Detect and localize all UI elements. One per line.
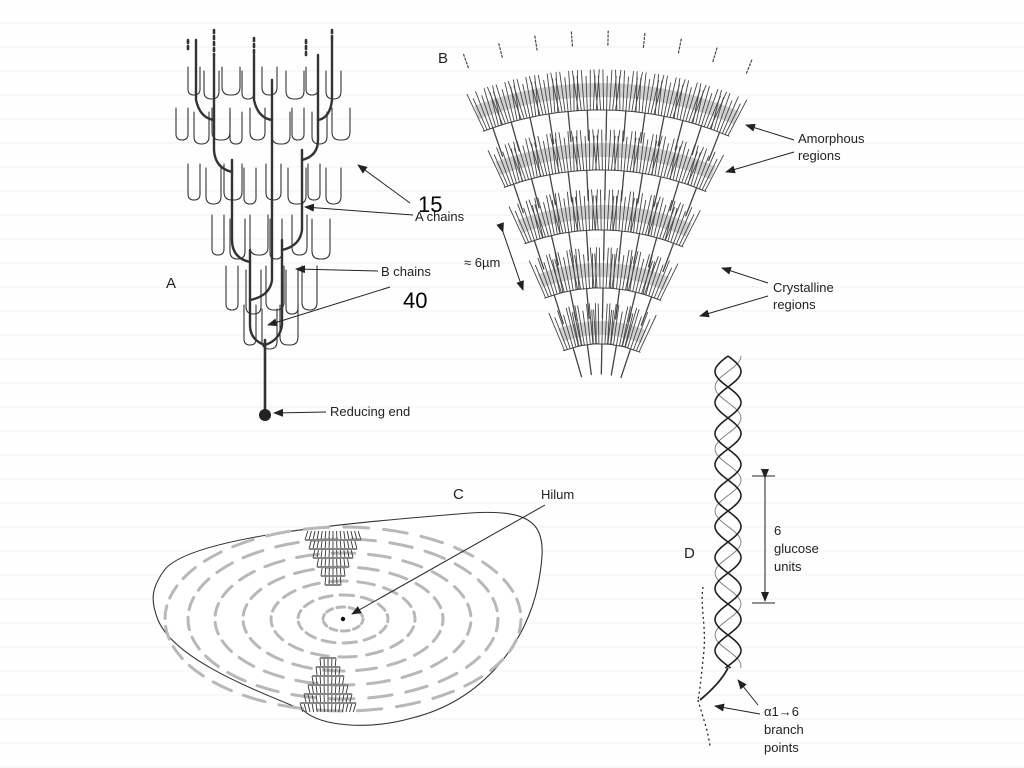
number-15: 15 bbox=[418, 192, 442, 217]
reducing-end-arrow bbox=[273, 408, 327, 417]
reducing-end-label: Reducing end bbox=[330, 404, 410, 419]
cluster-fan bbox=[463, 30, 753, 379]
panel-label-a: A bbox=[166, 275, 176, 292]
mini-cluster-top bbox=[304, 530, 362, 586]
crystalline-arrow-2 bbox=[699, 295, 769, 318]
branch-points-label: α1→6 branch points bbox=[764, 704, 807, 755]
panel-label-d: D bbox=[684, 545, 695, 562]
panel-label-b: B bbox=[438, 50, 448, 67]
amorphous-label: Amorphous regions bbox=[798, 131, 868, 163]
amorphous-arrow-1 bbox=[745, 123, 795, 141]
hilum-dot bbox=[340, 616, 346, 622]
double-helix bbox=[714, 355, 742, 669]
branch-arrow-1 bbox=[737, 679, 759, 706]
branch-connector bbox=[699, 667, 729, 701]
amorphous-arrow-2 bbox=[725, 151, 795, 174]
branch-chain-dotted-low bbox=[697, 699, 711, 747]
b-chains-label: B chains bbox=[381, 264, 431, 279]
a-chains-arrow-2 bbox=[304, 203, 414, 216]
branch-chain-dotted bbox=[697, 586, 706, 701]
a-chains-label: A chains bbox=[415, 209, 465, 224]
amylopectin-tree bbox=[175, 28, 351, 412]
crystalline-label: Crystalline regions bbox=[773, 280, 837, 312]
b-chains-arrow-1 bbox=[295, 265, 379, 274]
hilum-arrow bbox=[351, 504, 546, 615]
crystalline-arrow-1 bbox=[721, 266, 769, 284]
scale-arrow bbox=[496, 222, 524, 291]
panel-label-c: C bbox=[453, 486, 464, 503]
b-chains-arrow-2 bbox=[267, 286, 391, 327]
branch-arrow-2 bbox=[714, 703, 761, 715]
hilum-label: Hilum bbox=[541, 487, 574, 502]
mini-cluster-bottom bbox=[299, 657, 357, 713]
granule-outline bbox=[152, 511, 543, 726]
a-chains-arrow-1 bbox=[357, 164, 411, 204]
number-40: 40 bbox=[403, 288, 427, 313]
scale-label: ≈ 6µm bbox=[464, 255, 500, 270]
glucose-units-label: 6 glucose units bbox=[774, 523, 822, 574]
reducing-end-dot bbox=[259, 409, 271, 421]
